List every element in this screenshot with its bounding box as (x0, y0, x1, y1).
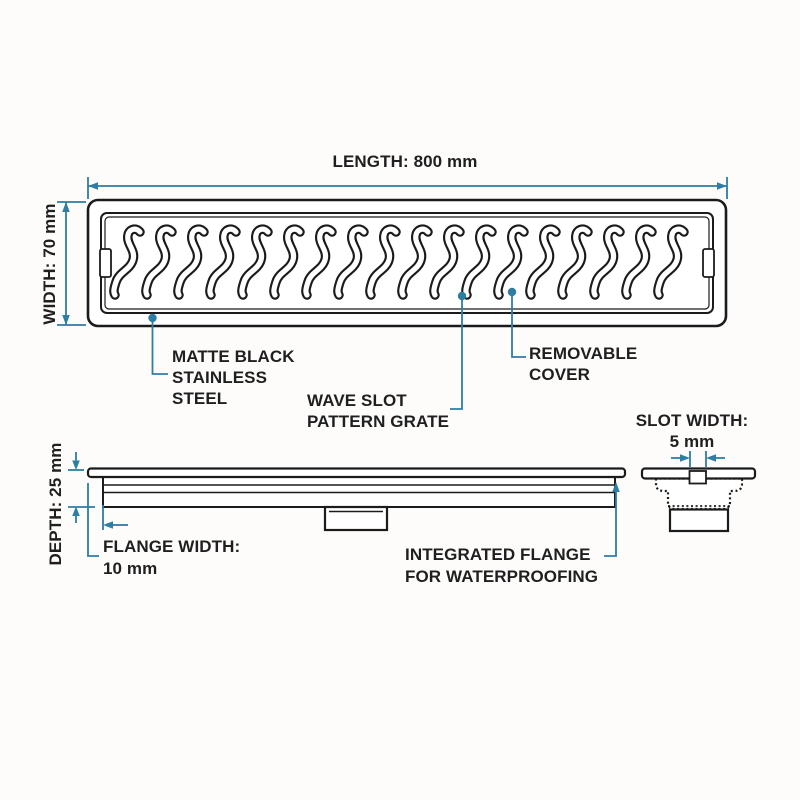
cover-callout-label: REMOVABLE COVER (529, 344, 638, 384)
material-callout-label: MATTE BLACK STAINLESS STEEL (172, 347, 295, 408)
waterproof-flange-label: INTEGRATED FLANGE FOR WATERPROOFING (405, 545, 599, 586)
arrow-up-icon (62, 202, 70, 212)
depth-dimension (68, 452, 95, 523)
end-body (654, 477, 744, 511)
arrow-right-icon (717, 182, 727, 190)
end-slot-notch (688, 470, 707, 485)
right-lift-tab (702, 248, 715, 278)
waterproof-flange-leader (604, 482, 620, 557)
grate-callout-label: WAVE SLOT PATTERN GRATE (307, 391, 450, 431)
side-flange (86, 467, 627, 479)
arrow-left-icon (103, 521, 113, 529)
arrow-down-icon (62, 315, 70, 325)
slot-width-label: SLOT WIDTH: 5 mm (635, 411, 749, 451)
arrow-up-icon (72, 506, 80, 516)
arrow-right-icon (680, 454, 690, 462)
arrow-up-icon (612, 482, 620, 492)
left-lift-tab (99, 248, 112, 278)
width-dimension (57, 201, 86, 326)
flange-width-label: FLANGE WIDTH: 10 mm (103, 537, 241, 578)
depth-dimension-label: DEPTH: 25 mm (46, 442, 65, 566)
length-dimension-label: LENGTH: 800 mm (332, 152, 478, 171)
arrow-left-icon (88, 182, 98, 190)
flange-width-dimension (87, 483, 128, 557)
side-view-drawing (86, 467, 627, 532)
end-view-drawing (640, 467, 757, 533)
side-outlet (323, 505, 389, 532)
length-dimension (87, 177, 728, 199)
slot-width-dimension (671, 451, 725, 467)
width-dimension-label: WIDTH: 70 mm (40, 203, 59, 325)
callout-leaders (148, 287, 526, 410)
top-view-drawing (86, 198, 728, 328)
arrow-left-icon (706, 454, 716, 462)
arrow-down-icon (72, 460, 80, 470)
end-outlet (668, 508, 730, 533)
